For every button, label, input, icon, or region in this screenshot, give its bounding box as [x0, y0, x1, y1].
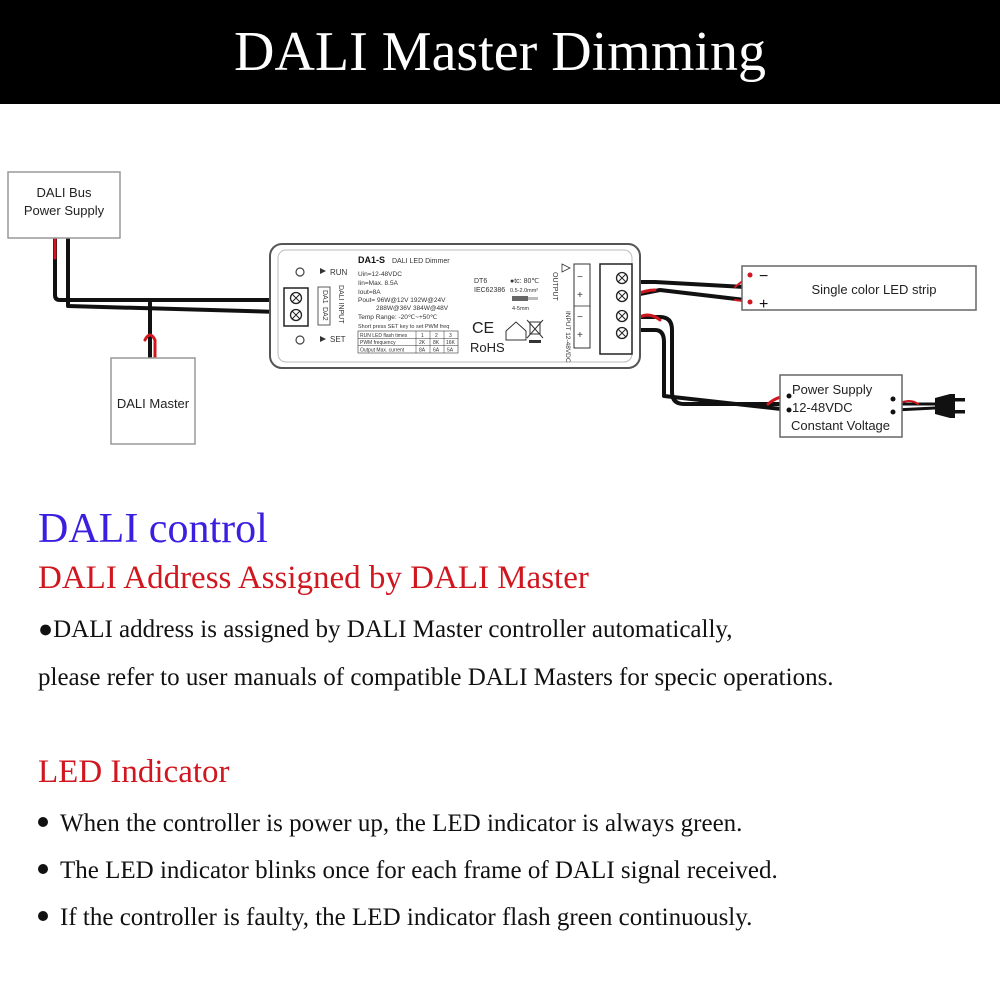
page-title: DALI Master Dimming [234, 21, 766, 83]
table-r2c1: 8A [419, 347, 426, 353]
psu-line1: Power Supply [792, 382, 873, 397]
output-terminal-screws [615, 271, 629, 340]
led-strip-label: Single color LED strip [812, 282, 937, 297]
output-label: OUTPUT [551, 272, 558, 302]
wire-bus-2 [66, 236, 282, 314]
model-desc: DALI LED Dimmer [392, 258, 450, 265]
dali-input-label: DALI INPUT [337, 285, 344, 324]
bus-power-line1: DALI Bus [37, 185, 92, 200]
house-icon [505, 321, 527, 341]
spec-2: Iout=8A [358, 289, 381, 296]
dali-master-label: DALI Master [117, 396, 190, 411]
control-title: DALI control [38, 506, 268, 552]
rohs-mark: RoHS [470, 340, 505, 355]
led-bullet-1: When the controller is power up, the LED… [38, 810, 742, 838]
led-strip-box: − + Single color LED strip [741, 265, 977, 313]
weee-bin-icon [526, 319, 544, 343]
power-supply-box: Power Supply 12-48VDC Constant Voltage [779, 374, 903, 438]
ac-plug-icon [935, 394, 965, 418]
table-r0c1: 1 [421, 333, 424, 339]
settings-table: RUN LED flash times 1 2 3 PWM frequency … [357, 330, 459, 353]
in-minus: − [577, 312, 583, 323]
ce-mark: CE [472, 320, 494, 337]
header-bar: DALI Master Dimming [0, 0, 1000, 104]
da2-label: DA2 [321, 307, 328, 321]
wiring-diagram: DALI Bus Power Supply DALI Master RUN SE… [7, 171, 977, 445]
table-r0c3: 3 [449, 333, 452, 339]
strip-plus: + [759, 296, 768, 313]
led-bullet-text: If the controller is faulty, the LED ind… [60, 904, 753, 931]
table-r1c0: PWM frequency [360, 340, 396, 346]
address-assign-line1: ●DALI address is assigned by DALI Master… [38, 616, 733, 643]
spec-1: Iin=Max. 8.5A [358, 280, 399, 287]
wire-psu-1 [628, 315, 792, 406]
bullet-dot-icon [38, 911, 48, 922]
wires [53, 236, 937, 412]
spec-6: Short press SET key to set PWM freq [358, 324, 449, 330]
spec-4: 288W@36V 384W@48V [376, 305, 449, 312]
table-r1c3: 16K [446, 340, 456, 346]
address-assign-title: DALI Address Assigned by DALI Master [38, 560, 589, 596]
strip-length: 4-5mm [512, 306, 530, 312]
in-plus: + [577, 330, 583, 341]
bullet-dot-icon [38, 864, 48, 875]
spec-5: Temp Range: -20℃~+50℃ [358, 314, 438, 321]
led-bullet-text: The LED indicator blinks once for each f… [60, 857, 778, 884]
led-bullet-2: The LED indicator blinks once for each f… [38, 857, 778, 885]
table-r2c3: 5A [447, 347, 454, 353]
bus-power-box: DALI Bus Power Supply [7, 171, 121, 239]
input-vdc-label: INPUT 12-48VDC [564, 311, 571, 363]
wire-strip-minus [628, 280, 747, 289]
run-label: RUN [330, 268, 348, 277]
address-assign-line2: please refer to user manuals of compatib… [38, 664, 834, 691]
set-label: SET [330, 335, 346, 344]
table-r2c2: 6A [433, 347, 440, 353]
led-bullet-3: If the controller is faulty, the LED ind… [38, 904, 752, 932]
iec-label: IEC62386 [474, 287, 505, 294]
output-led-icon [561, 263, 571, 273]
psu-line3: Constant Voltage [791, 418, 890, 433]
table-r1c1: 2K [419, 340, 426, 346]
bullet-dot-icon [38, 817, 48, 828]
spec-3: Pout= 96W@12V 192W@24V [358, 297, 446, 304]
wire-gauge: 0.5-2.0mm² [510, 288, 538, 294]
dimmer-unit: RUN SET DALI INPUT DA1 DA2 DA1-S DALI LE… [269, 243, 641, 369]
wire-psu-2 [628, 328, 792, 412]
table-r0c0: RUN LED flash times [360, 333, 408, 339]
dt6-label: DT6 [474, 278, 487, 285]
out-plus: + [577, 290, 583, 301]
strip-minus: − [759, 268, 768, 285]
out-minus: − [577, 272, 583, 283]
dali-master-box: DALI Master [110, 357, 196, 445]
table-r0c2: 2 [435, 333, 438, 339]
led-indicator-title: LED Indicator [38, 754, 230, 790]
da1-label: DA1 [321, 290, 328, 304]
table-r1c2: 8K [433, 340, 440, 346]
led-bullet-text: When the controller is power up, the LED… [60, 810, 743, 837]
psu-line2: 12-48VDC [792, 400, 853, 415]
spec-0: Uin=12-48VDC [358, 271, 402, 278]
wire-bus-1 [53, 236, 282, 302]
table-r2c0: Output Max. current [360, 347, 405, 353]
model-label: DA1-S [358, 255, 385, 265]
tc-label: ●tc: 80℃ [510, 278, 539, 285]
bus-power-line2: Power Supply [24, 203, 105, 218]
